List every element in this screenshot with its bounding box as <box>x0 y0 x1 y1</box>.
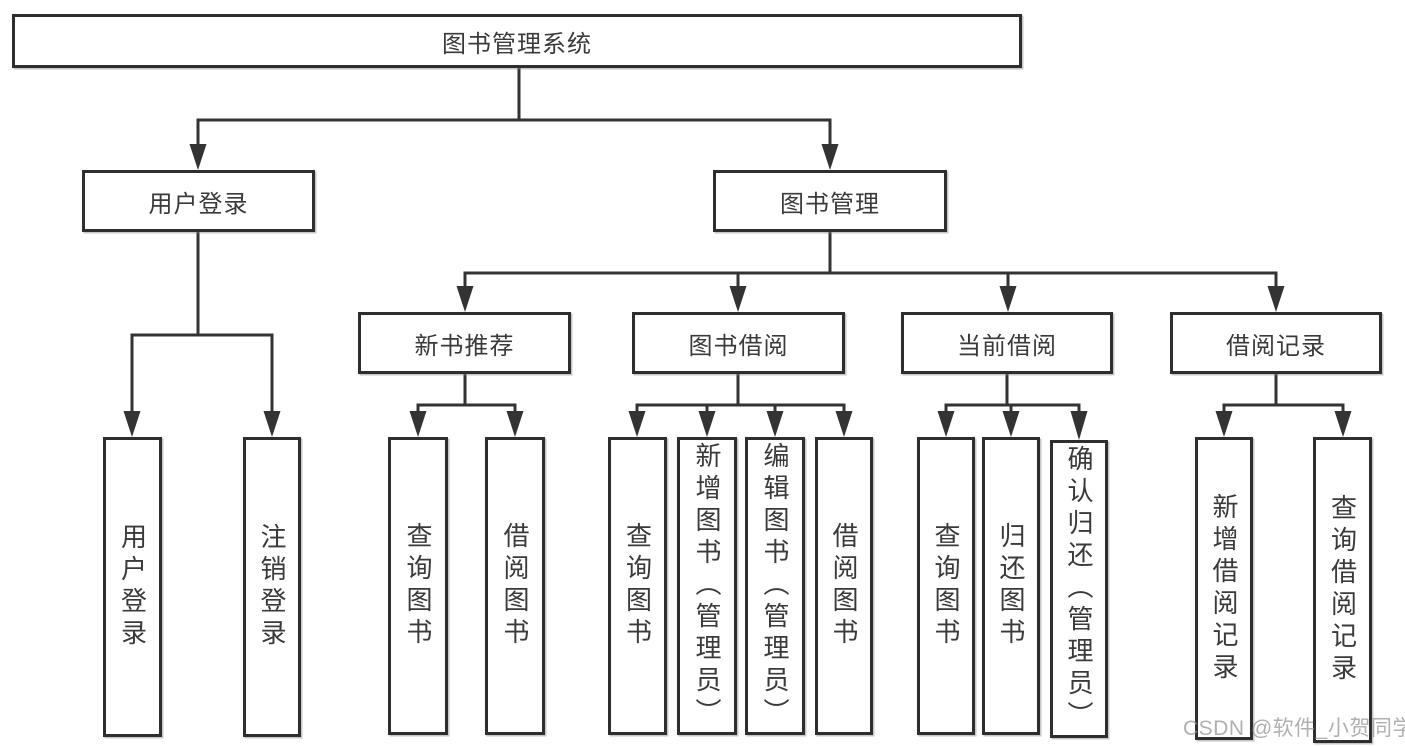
arrowhead <box>1334 411 1352 437</box>
arrowhead <box>1070 411 1088 440</box>
node-new-book-recommend: 新书推荐 <box>358 312 571 374</box>
node-user-login: 用户登录 <box>82 170 315 232</box>
connector-bookmgmt-to-level3 <box>463 232 1278 294</box>
arrowhead <box>123 411 141 437</box>
leaf-label: 查询借阅记录 <box>1327 494 1358 686</box>
node-leaf-confirm-return-admin: 确认归还（管理员） <box>1050 440 1108 738</box>
node-book-management: 图书管理 <box>713 170 947 232</box>
arrowhead <box>937 411 955 437</box>
node-leaf-add-book-admin: 新增图书（管理员） <box>677 437 737 735</box>
arrowhead <box>628 411 646 437</box>
csdn-watermark: CSDN @软件_小贺同学 <box>1183 717 1405 740</box>
leaf-label: 确认归还（管理员） <box>1064 445 1094 733</box>
node-library-system: 图书管理系统 <box>12 14 1022 68</box>
connector-root-to-level2 <box>196 68 832 150</box>
node-current-borrowing: 当前借阅 <box>901 312 1113 374</box>
leaf-label: 查询图书 <box>931 522 961 650</box>
arrowhead <box>766 411 784 437</box>
leaf-label: 新增借阅记录 <box>1209 492 1239 685</box>
leaf-label: 用户登录 <box>117 523 148 651</box>
arrowhead <box>1002 411 1020 437</box>
leaf-label: 查询图书 <box>403 522 433 650</box>
node-leaf-add-borrow-record: 新增借阅记录 <box>1195 437 1253 740</box>
node-leaf-query-book-3: 查询图书 <box>917 437 975 735</box>
arrowhead <box>999 286 1017 312</box>
arrowhead <box>698 411 716 437</box>
leaf-label: 借阅图书 <box>829 522 859 650</box>
connector-bookborrow-to-leaves <box>635 374 846 419</box>
arrowhead <box>409 411 427 437</box>
arrowhead <box>263 411 281 437</box>
node-leaf-user-login: 用户登录 <box>103 437 162 737</box>
node-leaf-query-book-2: 查询图书 <box>608 437 667 735</box>
node-leaf-logout: 注销登录 <box>243 437 301 737</box>
node-leaf-edit-book-admin: 编辑图书（管理员） <box>745 437 805 735</box>
node-leaf-query-borrow-record: 查询借阅记录 <box>1313 437 1372 743</box>
arrowhead <box>456 286 474 312</box>
connector-userlogin-to-leaves <box>130 232 274 419</box>
leaf-label: 借阅图书 <box>500 522 530 650</box>
connector-newbookrec-to-leaves <box>416 374 517 419</box>
arrowhead <box>506 411 524 437</box>
arrowhead <box>835 411 853 437</box>
arrowhead <box>821 144 839 170</box>
leaf-label: 编辑图书（管理员） <box>760 442 790 730</box>
connector-records-to-leaves <box>1222 374 1345 419</box>
arrowhead <box>1267 286 1285 312</box>
leaf-label: 归还图书 <box>996 522 1026 650</box>
leaf-label: 新增图书（管理员） <box>692 442 722 730</box>
leaf-label: 注销登录 <box>257 523 287 651</box>
node-leaf-query-book-1: 查询图书 <box>388 437 448 735</box>
arrowhead <box>189 144 207 170</box>
arrowhead <box>729 286 747 312</box>
node-borrowing-records: 借阅记录 <box>1170 312 1382 374</box>
leaf-label: 查询图书 <box>622 522 653 650</box>
node-leaf-return-book: 归还图书 <box>982 437 1040 735</box>
node-leaf-borrow-book-2: 借阅图书 <box>815 437 873 735</box>
arrowhead <box>1215 411 1233 437</box>
connector-currentborrow-to-leaves <box>944 374 1081 419</box>
node-leaf-borrow-book-1: 借阅图书 <box>485 437 545 735</box>
node-book-borrowing: 图书借阅 <box>632 312 845 374</box>
